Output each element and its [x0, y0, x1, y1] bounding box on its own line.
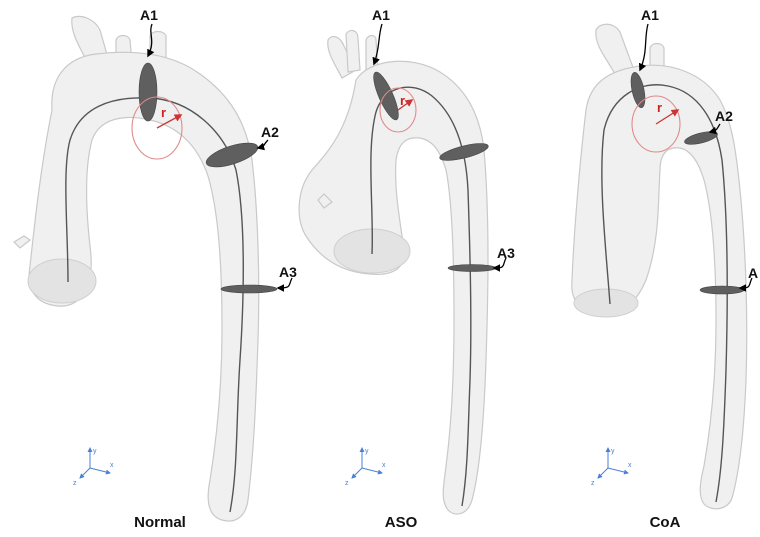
- axis-triad-normal: y x z: [73, 448, 114, 487]
- label-a2-normal: A2: [261, 124, 279, 140]
- radius-label-coa: r: [657, 100, 662, 115]
- label-a2-coa: A2: [715, 108, 733, 124]
- panel-title-aso: ASO: [366, 514, 436, 531]
- svg-text:y: y: [93, 448, 97, 455]
- svg-text:x: x: [382, 462, 386, 469]
- label-a1-aso: A1: [372, 7, 390, 23]
- label-a1-normal: A1: [140, 7, 158, 23]
- svg-text:y: y: [611, 448, 615, 455]
- svg-text:y: y: [365, 448, 369, 455]
- svg-text:z: z: [591, 480, 595, 487]
- label-a3-aso: A3: [497, 245, 515, 261]
- panel-coa: r A1 A2 A y x z: [572, 7, 758, 509]
- svg-text:z: z: [345, 480, 349, 487]
- label-a3-coa: A: [748, 265, 758, 281]
- radius-label-normal: r: [161, 105, 166, 120]
- leader-a1-coa: [640, 24, 648, 70]
- panel-title-normal: Normal: [110, 514, 210, 531]
- svg-text:z: z: [73, 480, 77, 487]
- panel-aso: r A1 A3 y x z: [299, 7, 515, 514]
- aorta-model-coa: r A1 A2 A: [572, 7, 758, 509]
- axis-triad-aso: y x z: [345, 448, 386, 487]
- panel-normal: r A1 A2 A3 y x z: [14, 7, 297, 521]
- aorta-model-normal: r A1 A2 A3: [14, 7, 297, 521]
- panel-title-coa: CoA: [630, 514, 700, 531]
- cross-section-a3-aso: [448, 265, 496, 272]
- cross-section-a3-normal: [221, 285, 277, 293]
- axis-triad-coa: y x z: [591, 448, 632, 487]
- aorta-model-aso: r A1 A3: [299, 7, 515, 514]
- radius-label-aso: r: [400, 93, 405, 108]
- svg-text:x: x: [110, 462, 114, 469]
- cross-section-a3-coa: [700, 286, 744, 294]
- svg-text:x: x: [628, 462, 632, 469]
- leader-a2-normal: [258, 140, 268, 148]
- cross-section-a1-normal: [139, 63, 157, 121]
- label-a1-coa: A1: [641, 7, 659, 23]
- label-a3-normal: A3: [279, 264, 297, 280]
